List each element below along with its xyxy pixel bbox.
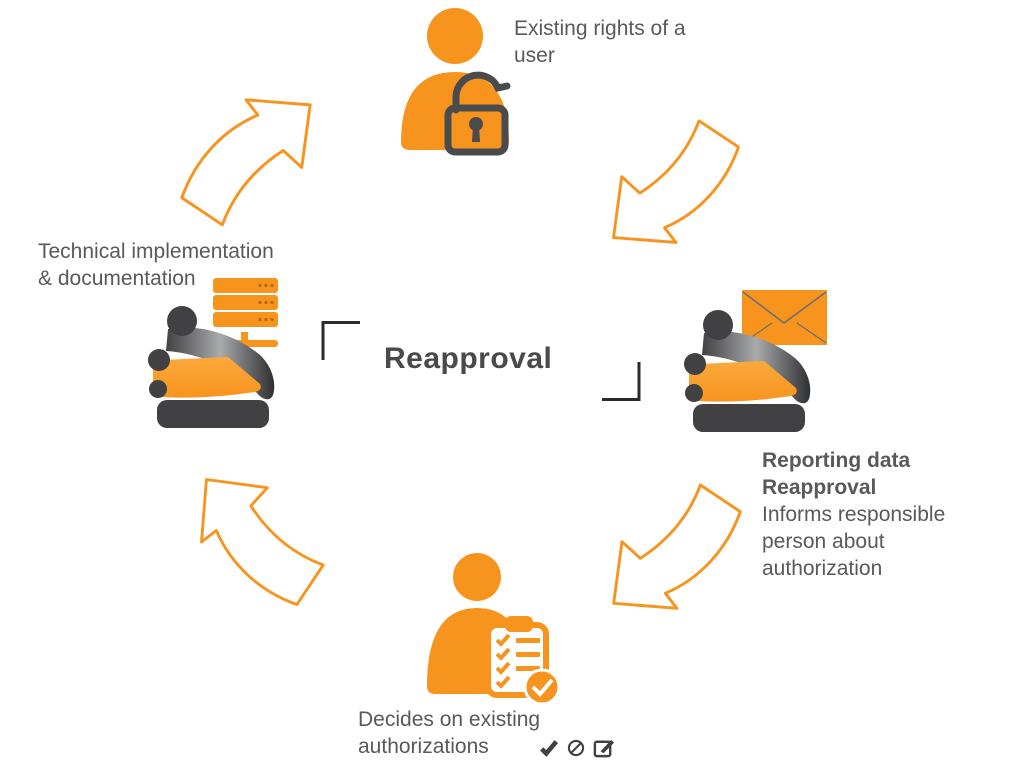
label-line: authorizations [358,735,489,758]
person-laptop-server-icon [148,278,278,428]
server-stack-icon [213,278,278,347]
arrow-bottom-to-left [190,468,338,616]
label-line: authorization [762,557,883,580]
arrow-top-to-right [602,106,750,254]
label-line: Technical implementation [38,240,274,263]
center-title: Reapproval [384,342,553,375]
clipboard-icon [485,616,561,706]
label-line: & documentation [38,267,196,290]
label-line: Reporting data [762,449,911,472]
bottom-right-bracket [602,362,641,401]
label-line: Decides on existing [358,708,541,731]
label-line: Existing rights of a [514,17,686,40]
check-badge-icon [523,668,561,706]
label-line: user [514,44,555,67]
top-left-bracket [321,321,360,360]
open-padlock-icon [444,71,511,156]
label-line: Informs responsible [762,503,946,526]
label-technical-implementation: Technical implementation & documentation [38,238,274,292]
edit-icon [593,739,615,758]
label-existing-rights: Existing rights of a user [514,15,686,69]
label-line: person about [762,530,885,553]
block-icon [567,739,585,756]
label-line: Reapproval [762,476,877,499]
arrow-left-to-top [170,88,322,240]
decision-mini-icons [538,736,615,759]
person-laptop-mail-icon [684,290,827,432]
user-unlock-icon [401,0,511,156]
badge [480,0,510,28]
person-checklist-icon [427,553,561,706]
arrow-right-to-bottom [602,470,752,620]
mail-icon [742,290,827,345]
label-reporting-data: Reporting data Reapproval Informs respon… [762,447,945,582]
label-decides: Decides on existing authorizations [358,706,540,760]
check-icon [540,739,559,757]
